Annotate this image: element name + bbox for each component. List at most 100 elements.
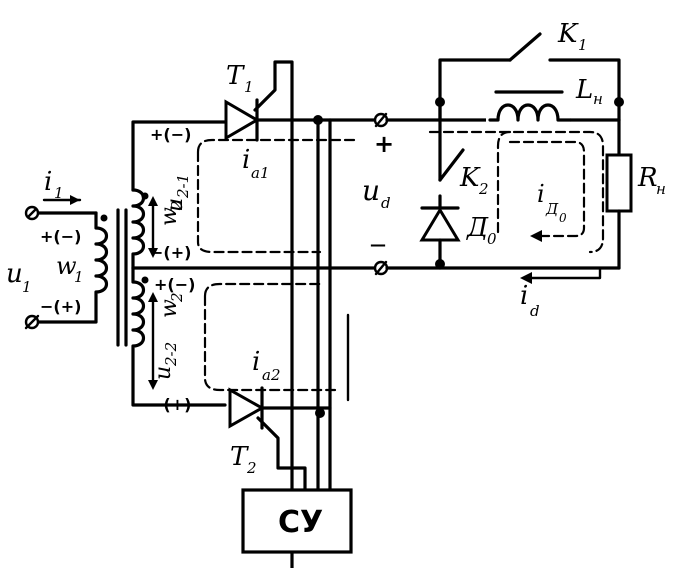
label-LH: L	[575, 75, 593, 105]
inductor-LH	[488, 103, 572, 122]
label-T1: T	[226, 61, 245, 91]
control-buses	[313, 115, 350, 492]
label-u1-sub: 1	[22, 278, 32, 296]
label-u22-sub: 2-2	[162, 342, 180, 367]
primary-coil-w1	[36, 211, 109, 324]
secondary-top-lead	[131, 120, 227, 192]
label-ud: u	[362, 174, 380, 207]
terminal-minus-slash	[374, 260, 388, 276]
label-u21-group: u 2-1	[163, 174, 192, 212]
terminal-u1-bottom-slash	[24, 314, 40, 330]
i1-arrowhead	[70, 195, 80, 205]
label-ia2-sub: a2	[262, 366, 281, 384]
label-u22-group: u 2-2	[151, 342, 180, 380]
id-arrowhead	[520, 272, 532, 284]
iD0-arrowhead	[530, 230, 542, 242]
label-plus: +	[374, 130, 394, 158]
label-K1-sub: 1	[578, 36, 588, 54]
T2-gate-lead	[256, 416, 307, 492]
label-D0-sub: 0	[487, 230, 497, 248]
junction-bottom	[315, 408, 325, 418]
ia2-loop	[203, 282, 337, 392]
label-id-sub: d	[530, 302, 540, 320]
u22-arrowhead-top	[148, 292, 158, 302]
label-id: i	[520, 281, 528, 311]
label-iD0-subsub: 0	[559, 211, 567, 225]
label-ud-sub: d	[381, 194, 391, 212]
label-pol-mid1: −(+)	[150, 243, 191, 262]
output-terminals	[373, 112, 621, 276]
label-u1: u	[6, 259, 23, 289]
thyristor-T2	[228, 386, 332, 492]
label-T2-sub: 2	[246, 459, 257, 477]
label-minus: —	[370, 235, 386, 254]
secondary-coil-w2-upper	[131, 188, 146, 270]
label-u22: u	[151, 366, 176, 380]
control-unit-label: СУ	[278, 505, 323, 540]
secondary-coil-w2-lower	[131, 266, 227, 407]
label-ia2: i	[252, 347, 260, 377]
polarity-dot-w2-lower	[141, 276, 149, 284]
label-i1-sub: 1	[54, 184, 64, 202]
control-unit: СУ	[241, 488, 353, 554]
terminal-u1-top-slash	[26, 207, 38, 219]
label-pol-mid2: +(−)	[154, 275, 195, 294]
label-K1: K	[557, 19, 579, 49]
label-K2: K	[459, 163, 481, 193]
label-w2a-sub: 2	[168, 200, 186, 211]
label-pol-bot: −(+)	[150, 395, 191, 414]
label-w2b-sub: 2	[168, 292, 186, 303]
label-D0: Д	[466, 213, 489, 243]
secondary-circuit	[131, 120, 382, 407]
label-T2: T	[230, 442, 249, 472]
label-T1-sub: 1	[244, 78, 254, 96]
label-w2a-group: w 2	[157, 200, 186, 226]
label-pol-w1-top: +(−)	[40, 227, 81, 246]
label-iD0: i	[537, 180, 545, 208]
id-arrow-line	[526, 266, 602, 280]
label-RH-sub: н	[656, 180, 666, 198]
label-ia1-sub: a1	[251, 164, 270, 182]
junction-D0	[435, 259, 445, 269]
iD0-loop	[508, 140, 586, 238]
label-u21: u	[163, 198, 188, 212]
label-w1-sub: 1	[74, 268, 84, 286]
label-RH: R	[637, 163, 658, 193]
junction-K1-right	[614, 97, 624, 107]
label-w2b: w	[157, 299, 182, 318]
control-unit-box	[241, 488, 353, 554]
freewheel-diode	[419, 100, 465, 270]
label-w2b-group: w 2	[157, 292, 186, 318]
current-paths	[148, 130, 605, 392]
u22-arrowhead-bottom	[148, 380, 158, 390]
RH-body	[605, 153, 633, 213]
label-u21-sub: 2-1	[174, 174, 192, 199]
K2-blade	[438, 148, 465, 182]
D0-triangle	[419, 207, 461, 242]
label-K2-sub: 2	[478, 180, 489, 198]
u21-arrowhead-bottom	[148, 248, 158, 258]
label-iD0-sub: Д	[545, 200, 559, 218]
T2-triangle	[228, 387, 266, 429]
label-w1: w	[56, 252, 77, 280]
T1-gate-lead	[253, 60, 294, 568]
label-pol-top: +(−)	[150, 125, 191, 144]
K1-blade	[508, 32, 542, 62]
label-ia1: i	[242, 145, 250, 175]
transformer-core	[116, 208, 128, 347]
junction-top	[313, 115, 323, 125]
polarity-dot-w1	[100, 214, 108, 222]
label-w2a: w	[157, 207, 182, 226]
label-i1: i	[44, 167, 52, 197]
load-resistor	[605, 118, 633, 270]
inductor-and-switch	[435, 32, 624, 130]
polarity-dot-w2-upper	[141, 192, 149, 200]
label-LH-sub: н	[593, 90, 603, 108]
ia1-loop	[196, 138, 357, 254]
terminal-plus-slash	[374, 112, 388, 128]
u21-arrowhead-top	[148, 196, 158, 206]
primary-circuit	[24, 195, 109, 330]
labels: T 1 T 2 K 1 L н R н K 2 Д 0 u d + — i d …	[6, 19, 666, 477]
